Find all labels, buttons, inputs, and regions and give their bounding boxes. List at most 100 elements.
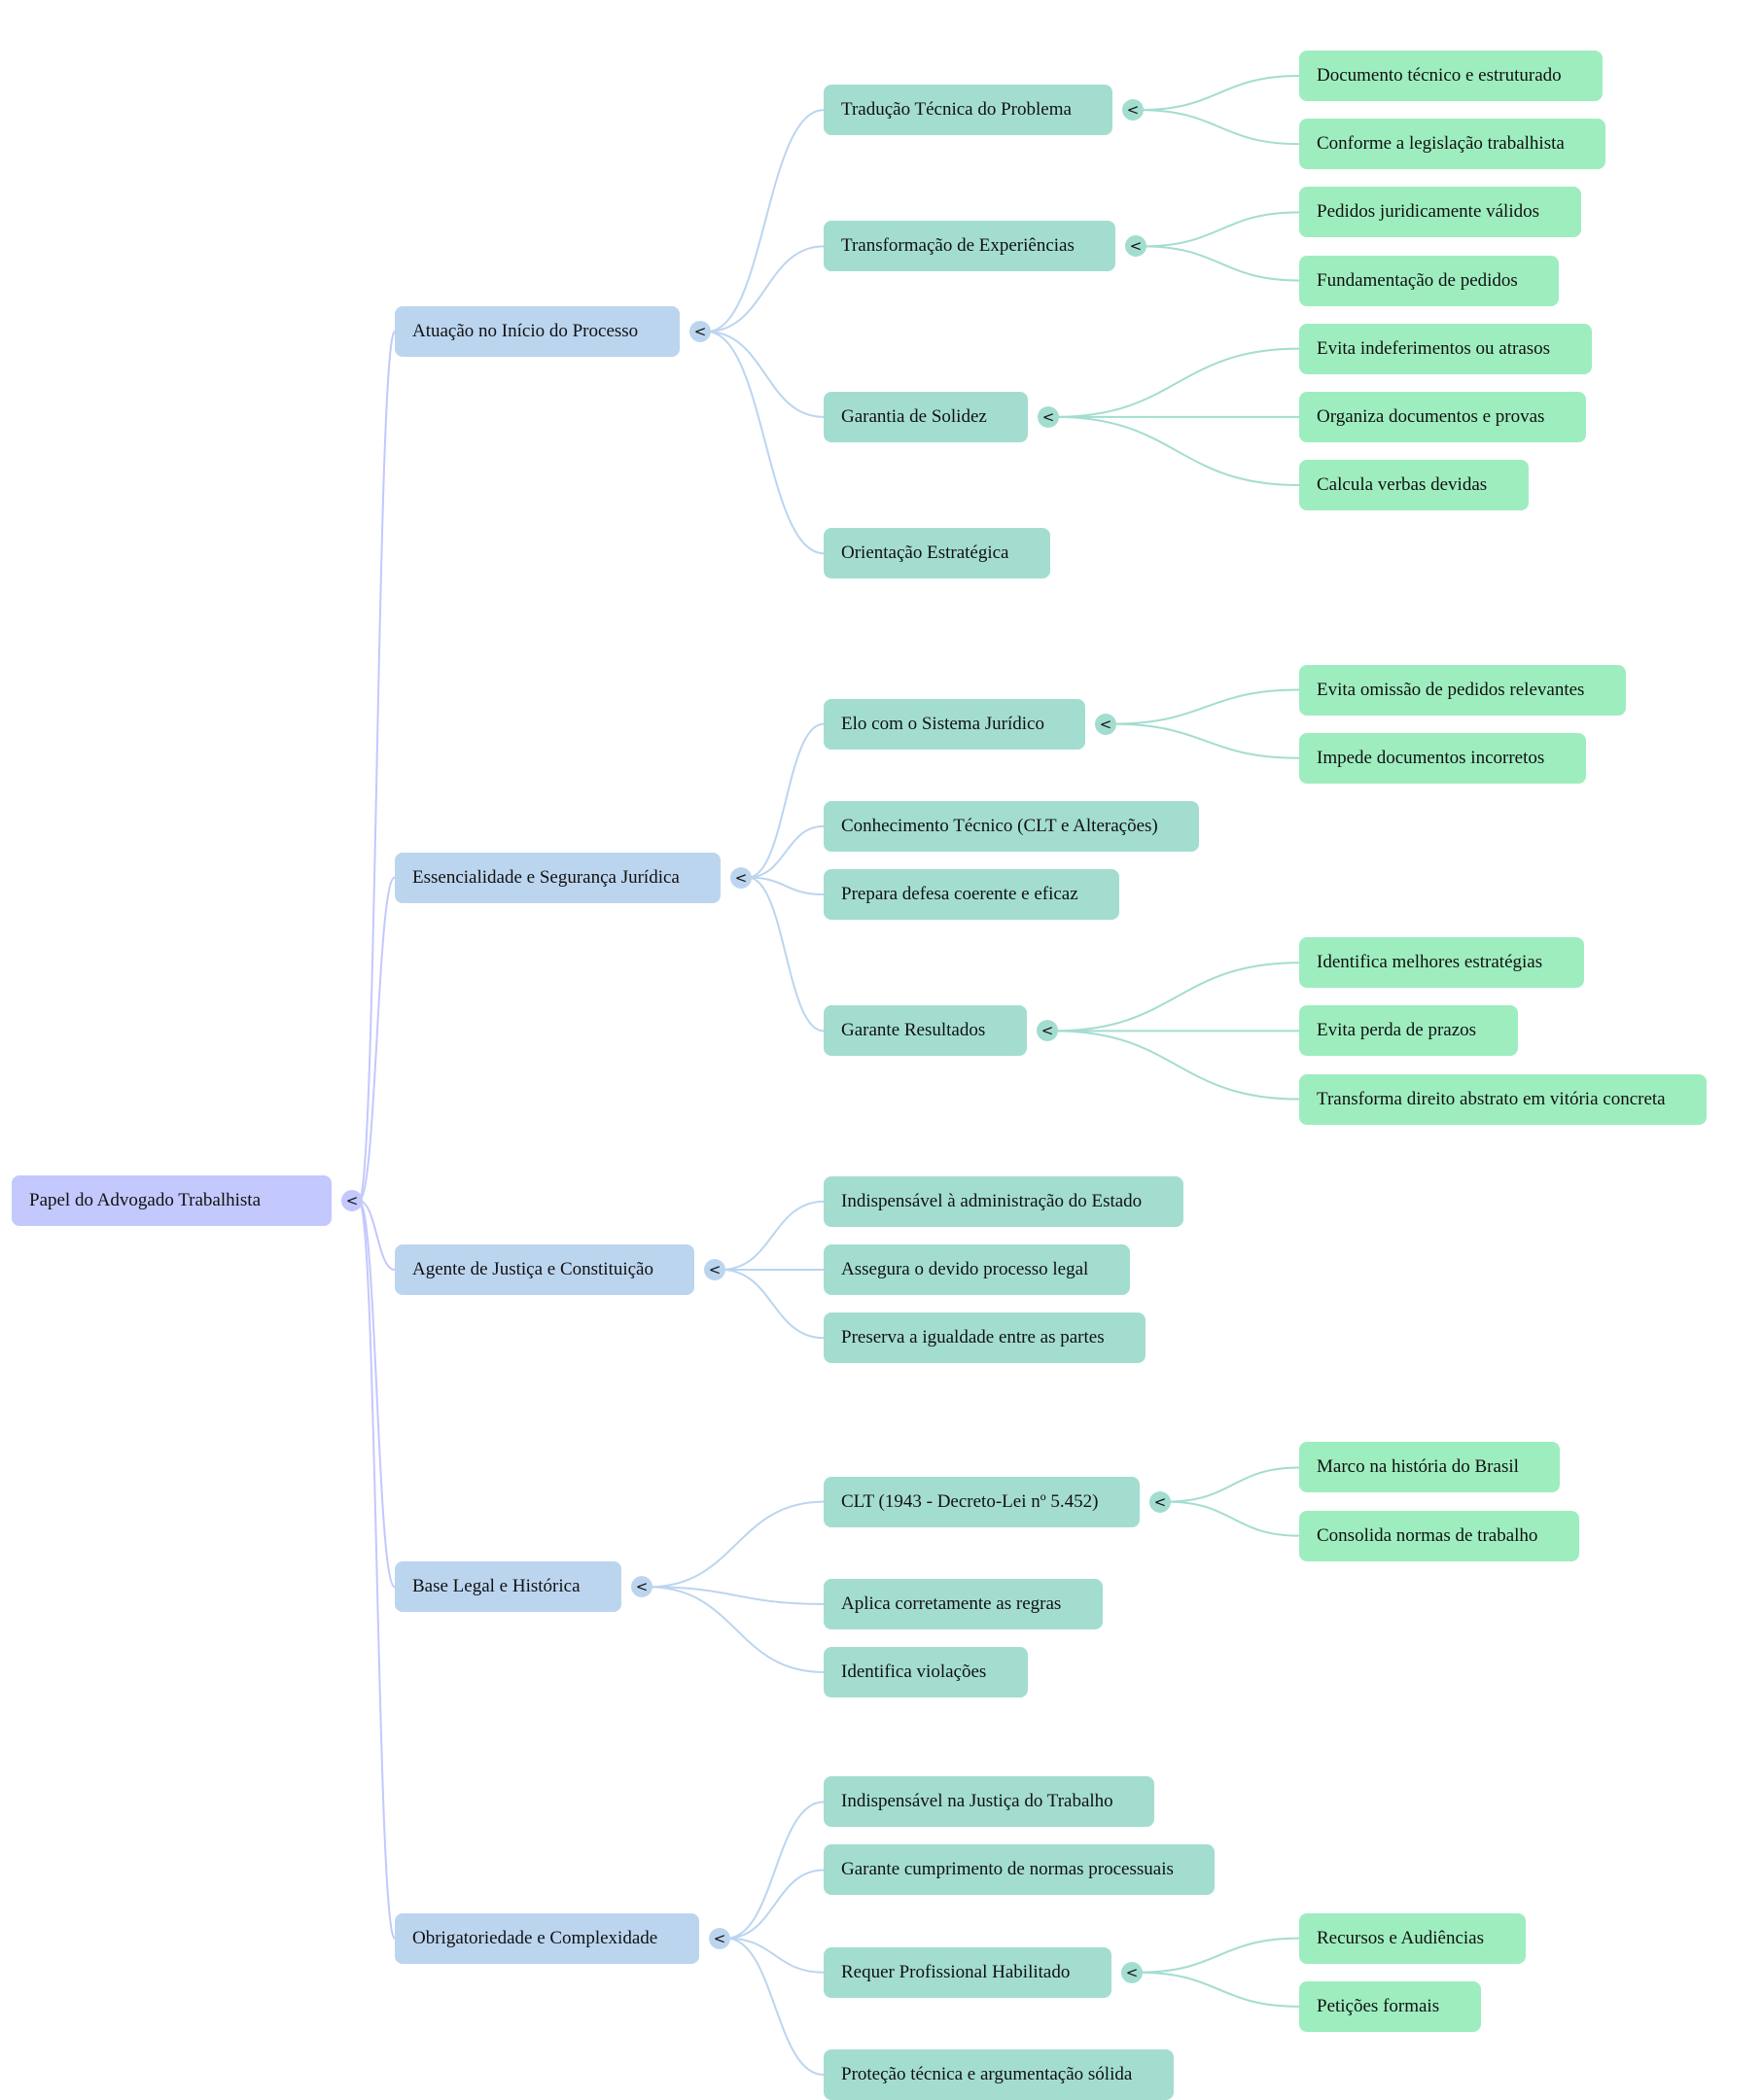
collapse-toggle-icon[interactable]: < — [1122, 99, 1144, 122]
node-garante-resultados[interactable]: Garante Resultados — [824, 1005, 1027, 1057]
node-label: Petições formais — [1317, 1995, 1440, 2016]
node-label: Tradução Técnica do Problema — [841, 99, 1072, 121]
collapse-toggle-icon[interactable]: < — [341, 1190, 363, 1212]
node-label: Garante cumprimento de normas processuai… — [841, 1859, 1174, 1880]
collapse-toggle-icon[interactable]: < — [1037, 1020, 1058, 1042]
connector-edge — [648, 1586, 825, 1673]
node-traducao-tecnica-do-problema[interactable]: Tradução Técnica do Problema — [824, 85, 1112, 136]
node-label: Orientação Estratégica — [841, 542, 1009, 564]
node-evita-perda-de-prazos[interactable]: Evita perda de prazos — [1299, 1005, 1518, 1057]
connector-edge — [358, 1200, 396, 1589]
node-label: Papel do Advogado Trabalhista — [29, 1190, 262, 1211]
node-label: Impede documentos incorretos — [1317, 747, 1545, 768]
node-label: Conhecimento Técnico (CLT e Alterações) — [841, 815, 1158, 836]
collapse-toggle-icon[interactable]: < — [1121, 1961, 1143, 1983]
collapse-toggle-icon[interactable]: < — [1125, 235, 1146, 258]
node-label: Consolida normas de trabalho — [1317, 1524, 1538, 1546]
node-prepara-defesa-coerente-e-eficaz[interactable]: Prepara defesa coerente e eficaz — [824, 869, 1119, 921]
node-assegura-o-devido-processo-legal[interactable]: Assegura o devido processo legal — [824, 1243, 1130, 1295]
connector-edge — [1138, 1937, 1300, 1974]
node-label: Transformação de Experiências — [841, 235, 1075, 257]
node-organiza-documentos-e-provas[interactable]: Organiza documentos e provas — [1299, 391, 1586, 442]
connector-edge — [358, 876, 396, 1203]
node-label: Elo com o Sistema Jurídico — [841, 713, 1044, 734]
node-label: Garantia de Solidez — [841, 405, 987, 427]
connector-edge — [706, 331, 825, 555]
connector-edge — [1054, 347, 1300, 418]
node-protecao-tecnica-e-argumentacao-solida[interactable]: Proteção técnica e argumentação sólida — [824, 2049, 1174, 2100]
connector-edge — [725, 1801, 825, 1940]
collapse-toggle-icon[interactable]: < — [730, 866, 752, 889]
node-impede-documentos-incorretos[interactable]: Impede documentos incorretos — [1299, 732, 1586, 784]
node-label: Identifica violações — [841, 1661, 987, 1682]
collapse-toggle-icon[interactable]: < — [689, 321, 711, 343]
collapse-toggle-icon[interactable]: < — [631, 1576, 652, 1598]
node-garante-cumprimento-de-normas-processuais[interactable]: Garante cumprimento de normas processuai… — [824, 1844, 1215, 1896]
node-pedidos-juridicamente-validos[interactable]: Pedidos juridicamente válidos — [1299, 187, 1581, 238]
collapse-toggle-icon[interactable]: < — [1095, 713, 1116, 735]
node-evita-indeferimentos-ou-atrasos[interactable]: Evita indeferimentos ou atrasos — [1299, 323, 1592, 374]
connector-edge — [1142, 211, 1300, 248]
node-clt-1943-decreto-lei-n-5-452[interactable]: CLT (1943 - Decreto-Lei nº 5.452) — [824, 1476, 1140, 1527]
node-indispensavel-a-administracao-do-estado[interactable]: Indispensável à administração do Estado — [824, 1175, 1183, 1227]
node-obrigatoriedade-e-complexidade[interactable]: Obrigatoriedade e Complexidade — [395, 1912, 699, 1964]
node-label: Transforma direito abstrato em vitória c… — [1317, 1088, 1666, 1109]
node-fundamentacao-de-pedidos[interactable]: Fundamentação de pedidos — [1299, 255, 1559, 306]
connector-edge — [1138, 1971, 1300, 2008]
connector-edge — [1054, 415, 1300, 487]
collapse-toggle-icon[interactable]: < — [1038, 405, 1059, 428]
node-identifica-violacoes[interactable]: Identifica violações — [824, 1646, 1028, 1698]
node-label: Evita omissão de pedidos relevantes — [1317, 679, 1585, 700]
connector-edge — [1166, 1500, 1300, 1537]
node-conhecimento-tecnico-clt-e-alteracoes[interactable]: Conhecimento Técnico (CLT e Alterações) — [824, 800, 1199, 852]
node-aplica-corretamente-as-regras[interactable]: Aplica corretamente as regras — [824, 1578, 1103, 1629]
node-label: Agente de Justiça e Constituição — [412, 1258, 653, 1279]
connector-edge — [747, 876, 825, 896]
node-indispensavel-na-justica-do-trabalho[interactable]: Indispensável na Justiça do Trabalho — [824, 1776, 1154, 1828]
node-conforme-a-legislacao-trabalhista[interactable]: Conforme a legislação trabalhista — [1299, 119, 1605, 170]
node-peticoes-formais[interactable]: Petições formais — [1299, 1980, 1481, 2032]
connector-edge — [1142, 245, 1300, 282]
node-garantia-de-solidez[interactable]: Garantia de Solidez — [824, 391, 1028, 442]
node-label: Atuação no Início do Processo — [412, 321, 639, 342]
connector-edge — [1111, 722, 1300, 759]
node-agente-de-justica-e-constituicao[interactable]: Agente de Justiça e Constituição — [395, 1243, 694, 1295]
node-label: Base Legal e Histórica — [412, 1576, 581, 1597]
node-orientacao-estrategica[interactable]: Orientação Estratégica — [824, 528, 1050, 579]
node-label: Aplica corretamente as regras — [841, 1592, 1062, 1614]
collapse-toggle-icon[interactable]: < — [709, 1927, 730, 1949]
node-recursos-e-audiencias[interactable]: Recursos e Audiências — [1299, 1912, 1526, 1964]
node-identifica-melhores-estrategias[interactable]: Identifica melhores estratégias — [1299, 937, 1584, 989]
connector-edge — [725, 1937, 825, 1974]
node-transforma-direito-abstrato-em-vitoria-concreta[interactable]: Transforma direito abstrato em vitória c… — [1299, 1073, 1707, 1125]
connector-edge — [721, 1268, 825, 1340]
collapse-toggle-icon[interactable]: < — [704, 1258, 725, 1280]
collapse-toggle-icon[interactable]: < — [1149, 1490, 1171, 1513]
node-atuacao-no-inicio-do-processo[interactable]: Atuação no Início do Processo — [395, 306, 680, 358]
node-marco-na-historia-do-brasil[interactable]: Marco na história do Brasil — [1299, 1442, 1560, 1493]
node-essencialidade-e-seguranca-juridica[interactable]: Essencialidade e Segurança Jurídica — [395, 852, 721, 903]
connector-edge — [747, 876, 825, 1032]
node-requer-profissional-habilitado[interactable]: Requer Profissional Habilitado — [824, 1946, 1111, 1998]
connector-edge — [1139, 75, 1300, 112]
node-transformacao-de-experiencias[interactable]: Transformação de Experiências — [824, 221, 1115, 272]
node-documento-tecnico-e-estruturado[interactable]: Documento técnico e estruturado — [1299, 51, 1603, 101]
node-evita-omissao-de-pedidos-relevantes[interactable]: Evita omissão de pedidos relevantes — [1299, 664, 1626, 716]
node-base-legal-e-historica[interactable]: Base Legal e Histórica — [395, 1561, 621, 1613]
connector-edge — [1053, 962, 1300, 1032]
connector-edge — [358, 331, 396, 1203]
node-consolida-normas-de-trabalho[interactable]: Consolida normas de trabalho — [1299, 1510, 1579, 1561]
node-label: Recursos e Audiências — [1317, 1927, 1485, 1948]
connector-edge — [706, 109, 825, 333]
node-label: Essencialidade e Segurança Jurídica — [412, 866, 680, 888]
node-elo-com-o-sistema-juridico[interactable]: Elo com o Sistema Jurídico — [824, 698, 1085, 750]
node-calcula-verbas-devidas[interactable]: Calcula verbas devidas — [1299, 460, 1529, 511]
connector-edge — [706, 331, 825, 418]
connector-edge — [725, 1937, 825, 2076]
node-label: Conforme a legislação trabalhista — [1317, 133, 1565, 155]
node-preserva-a-igualdade-entre-as-partes[interactable]: Preserva a igualdade entre as partes — [824, 1312, 1146, 1364]
node-label: Identifica melhores estratégias — [1317, 952, 1543, 973]
connector-edge — [648, 1586, 825, 1605]
node-label: Organiza documentos e provas — [1317, 405, 1545, 427]
root-node-papel-do-advogado-trabalhista[interactable]: Papel do Advogado Trabalhista — [12, 1175, 332, 1227]
